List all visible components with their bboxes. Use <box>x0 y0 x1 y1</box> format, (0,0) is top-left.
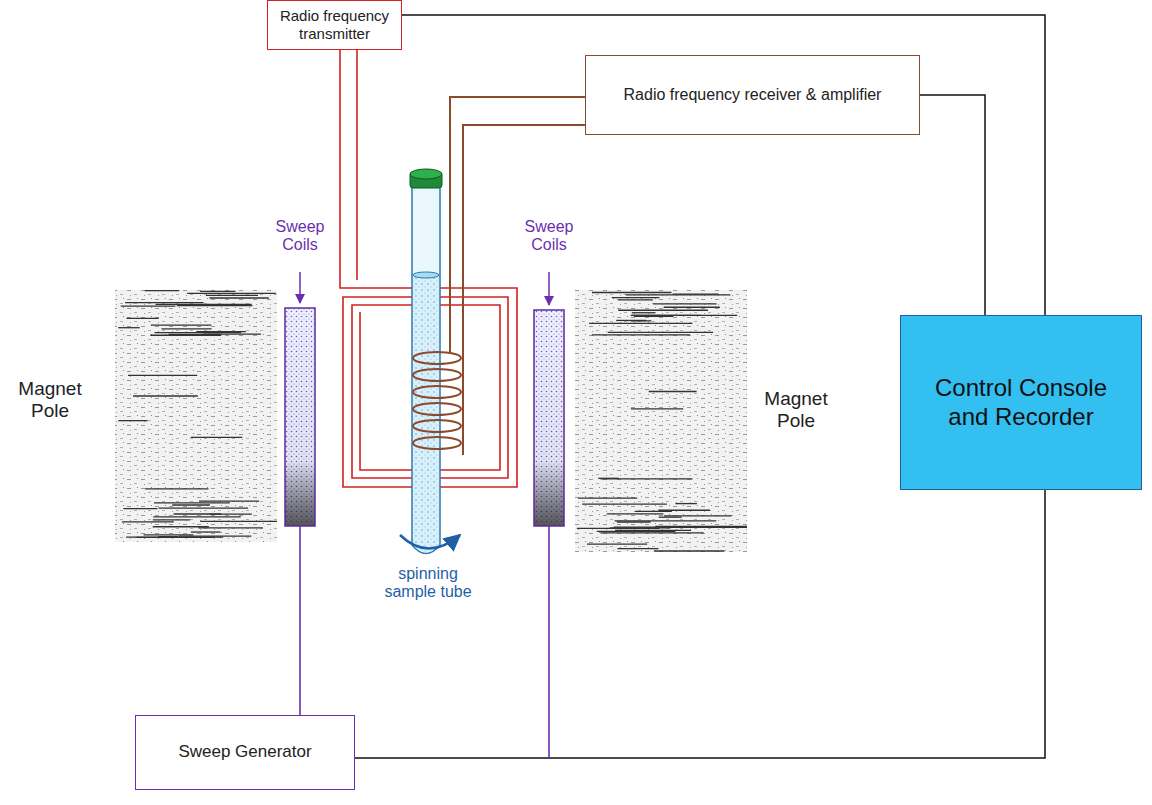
console-box: Control Console and Recorder <box>900 315 1142 490</box>
signal-wire <box>920 95 985 315</box>
leader-arrow <box>299 272 301 303</box>
sweep-wire <box>548 526 550 758</box>
signal-wire <box>402 15 1045 315</box>
spin-arrow <box>400 535 460 549</box>
part-label: Sweep Coils <box>262 218 338 255</box>
sweep-coil <box>285 308 315 526</box>
magnet-pole <box>575 290 747 552</box>
leader-arrow <box>548 272 550 305</box>
sweep-coil <box>534 310 564 526</box>
box-label: Radio frequency transmitter <box>274 7 395 43</box>
box-label: Radio frequency receiver & amplifier <box>624 85 882 104</box>
sweep-wire <box>299 526 301 715</box>
part-label: Magnet Pole <box>750 388 842 432</box>
device-box: Radio frequency receiver & amplifier <box>585 55 920 135</box>
box-label: Control Console and Recorder <box>907 374 1135 432</box>
caption-label: spinning sample tube <box>376 565 480 602</box>
magnet-pole <box>115 290 277 542</box>
box-label: Sweep Generator <box>178 742 311 762</box>
part-label: Sweep Coils <box>511 218 587 255</box>
part-label: Magnet Pole <box>4 378 96 422</box>
device-box: Radio frequency transmitter <box>267 0 402 50</box>
device-box: Sweep Generator <box>135 715 355 790</box>
receiver-coil <box>413 97 585 455</box>
